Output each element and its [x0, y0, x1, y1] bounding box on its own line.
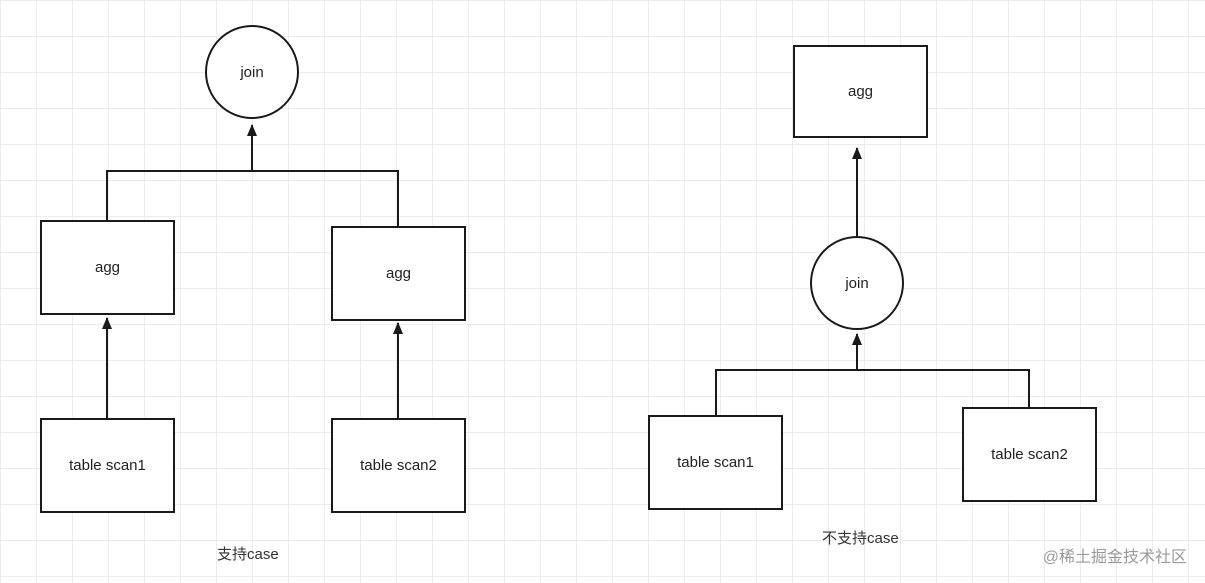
left-join-label: join — [240, 63, 264, 81]
right-join-node: join — [810, 236, 904, 330]
right-join-label: join — [845, 274, 869, 292]
right-caption: 不支持case — [822, 530, 899, 547]
left-scan1-node: table scan1 — [40, 418, 175, 513]
left-agg1-label: agg — [94, 259, 121, 276]
right-scan1-label: table scan1 — [677, 454, 754, 471]
right-agg-node: agg — [793, 45, 928, 138]
watermark: @稀土掘金技术社区 — [1042, 549, 1187, 566]
left-agg2-node: agg — [331, 226, 466, 321]
right-scan2-node: table scan2 — [962, 407, 1097, 502]
right-scan1-node: table scan1 — [648, 415, 783, 510]
edge-left-aggs-to-join — [106, 125, 399, 227]
right-agg-label: agg — [847, 83, 874, 100]
left-scan2-node: table scan2 — [331, 418, 466, 513]
left-caption: 支持case — [217, 546, 279, 563]
left-agg2-label: agg — [385, 265, 412, 282]
right-scan2-label: table scan2 — [991, 446, 1068, 463]
left-join-node: join — [205, 25, 299, 119]
left-scan1-label: table scan1 — [69, 457, 146, 474]
left-scan2-label: table scan2 — [360, 457, 437, 474]
left-agg1-node: agg — [40, 220, 175, 315]
edge-right-scans-to-join — [715, 334, 1030, 416]
